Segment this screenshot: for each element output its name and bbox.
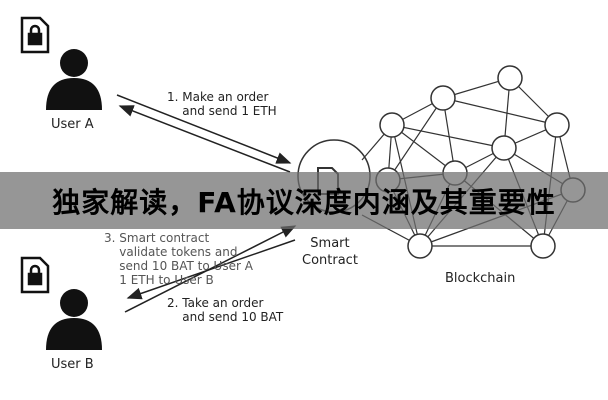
user-a-label: User A (51, 117, 94, 132)
user-b-document-lock-icon (20, 256, 50, 294)
user-b-person-icon (46, 289, 102, 350)
user-a-person-icon (46, 49, 102, 110)
title-banner: 独家解读，FA协议深度内涵及其重要性 (0, 172, 608, 229)
step-1-label: 1. Make an order and send 1 ETH (167, 90, 277, 118)
blockchain-label: Blockchain (445, 271, 516, 286)
banner-title: 独家解读，FA协议深度内涵及其重要性 (52, 185, 556, 219)
step-3-label: 3. Smart contract validate tokens and se… (104, 231, 253, 287)
step-2-label: 2. Take an order and send 10 BAT (167, 296, 284, 324)
user-b-label: User B (51, 357, 94, 372)
flow-arrows (116, 94, 297, 313)
user-a-document-lock-icon (20, 16, 50, 54)
blockchain-network (361, 65, 586, 259)
smart-contract-label: Smart Contract (302, 236, 358, 268)
